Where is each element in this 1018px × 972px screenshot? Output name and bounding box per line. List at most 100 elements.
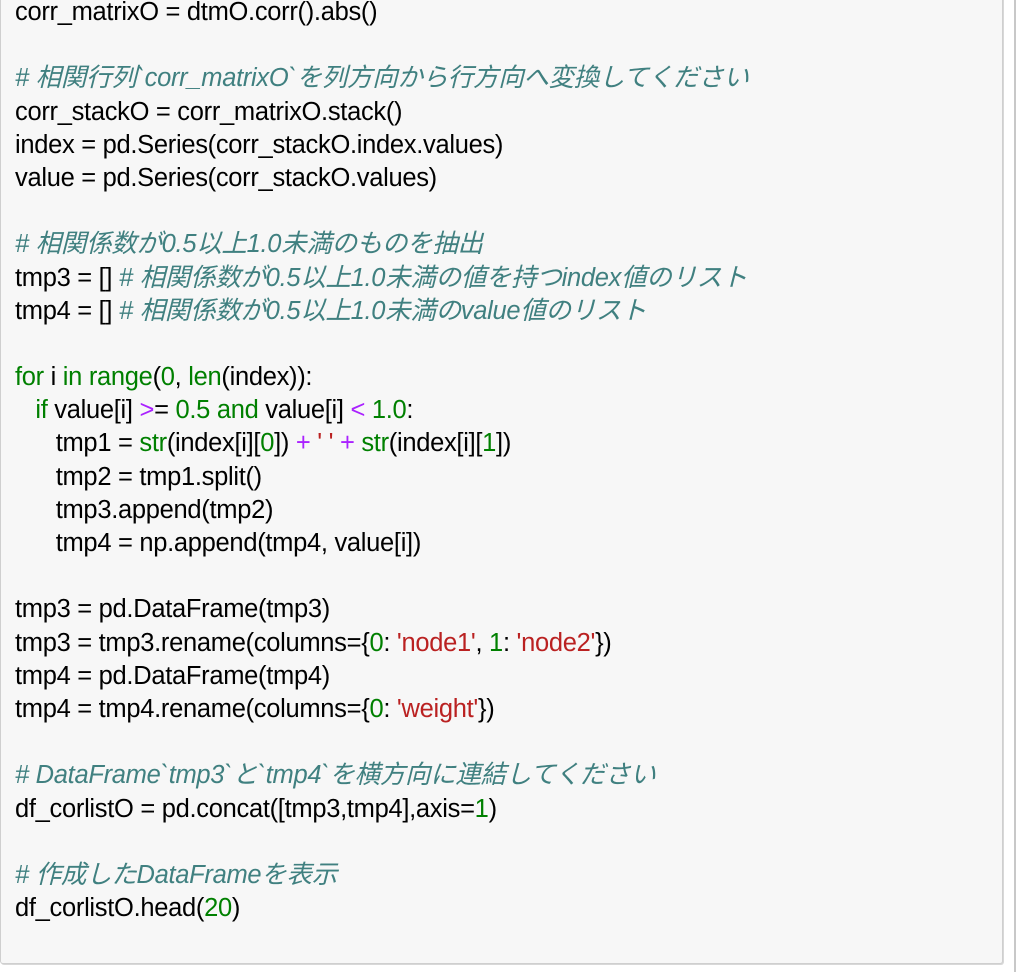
code-line: value = pd.Series(corr_stackO.values) — [15, 162, 749, 195]
code-token: value[i] — [47, 396, 140, 425]
code-token — [82, 363, 89, 391]
code-comment: # 相関行列`corr_matrixO`を列方向から行方向へ変換してください — [15, 64, 749, 93]
code-token: 1 — [482, 429, 497, 458]
code-token: corr_matrixO = dtmO.corr().abs() — [15, 0, 378, 26]
code-comment: # 相関係数が0.5以上1.0未満のvalue値のリスト — [119, 296, 647, 325]
code-token: : — [406, 396, 414, 425]
code-line: tmp3 = [] # 相関係数が0.5以上1.0未満の値を持つindex値のリ… — [15, 262, 749, 295]
code-token: 0 — [260, 429, 275, 458]
code-token: tmp3.append(tmp2) — [15, 495, 274, 524]
code-token: 'node2' — [516, 628, 596, 657]
code-token: 'node1' — [396, 628, 476, 657]
code-token: + — [339, 429, 355, 458]
code-token: : — [383, 694, 397, 723]
code-comment: # DataFrame`tmp3`と`tmp4`を横方向に連結してください — [15, 761, 656, 790]
code-line: # 相関行列`corr_matrixO`を列方向から行方向へ変換してください — [15, 62, 749, 95]
code-cell[interactable]: corr_matrixO = dtmO.corr().abs() # 相関行列`… — [0, 0, 1003, 964]
code-token: = — [154, 396, 176, 425]
code-token: tmp2 = tmp1.split() — [15, 462, 262, 491]
code-token: value = pd.Series(corr_stackO.values) — [15, 163, 437, 192]
code-line — [15, 29, 749, 62]
code-token: i — [43, 363, 63, 392]
code-token: corr_stackO = corr_matrixO.stack() — [15, 97, 403, 126]
code-line: tmp3 = tmp3.rename(columns={0: 'node1', … — [15, 627, 749, 660]
code-token — [210, 396, 217, 424]
code-line: df_corlistO.head(20) — [15, 892, 749, 925]
code-token: 'weight' — [396, 694, 478, 723]
code-token: (index[i][ — [166, 429, 261, 458]
code-token: df_corlistO = pd.concat([tmp3,tmp4],axis… — [15, 794, 475, 823]
code-token: 0 — [160, 363, 175, 392]
code-line: tmp1 = str(index[i][0]) + ' ' + str(inde… — [15, 427, 749, 460]
code-line: corr_stackO = corr_matrixO.stack() — [15, 96, 749, 129]
code-line: corr_matrixO = dtmO.corr().abs() — [15, 0, 749, 29]
code-token — [333, 429, 340, 457]
code-line: index = pd.Series(corr_stackO.index.valu… — [15, 129, 749, 162]
code-token — [365, 396, 372, 424]
code-token: for — [15, 363, 44, 392]
code-line — [15, 726, 749, 759]
code-line: tmp2 = tmp1.split() — [15, 461, 749, 494]
code-token: if — [35, 396, 48, 425]
code-token: 0.5 — [175, 396, 211, 425]
code-token: (index[i][ — [388, 429, 483, 458]
code-token: , — [475, 628, 490, 657]
code-comment: # 相関係数が0.5以上1.0未満のものを抽出 — [15, 230, 483, 259]
code-editor[interactable]: corr_matrixO = dtmO.corr().abs() # 相関行列`… — [15, 0, 749, 925]
code-token: ' ' — [317, 429, 334, 458]
code-line: if value[i] >= 0.5 and value[i] < 1.0: — [15, 394, 749, 427]
code-token: , — [174, 363, 189, 392]
code-token: < — [350, 396, 366, 425]
code-token: range — [88, 363, 153, 392]
code-line: df_corlistO = pd.concat([tmp3,tmp4],axis… — [15, 793, 749, 826]
code-token: 20 — [204, 894, 232, 923]
code-token: 0 — [369, 628, 384, 657]
code-line — [15, 560, 749, 593]
code-token: value[i] — [258, 396, 351, 425]
code-line: tmp4 = [] # 相関係数が0.5以上1.0未満のvalue値のリスト — [15, 295, 749, 328]
code-token: + — [295, 429, 311, 458]
code-comment: # 相関係数が0.5以上1.0未満の値を持つindex値のリスト — [119, 263, 748, 292]
code-token: len — [188, 363, 222, 392]
code-token: tmp1 = — [15, 429, 140, 458]
code-token: tmp3 = tmp3.rename(columns={ — [15, 628, 370, 657]
code-line: # 相関係数が0.5以上1.0未満のものを抽出 — [15, 228, 749, 261]
code-token: tmp3 = pd.DataFrame(tmp3) — [15, 595, 330, 624]
code-token: tmp4 = [] — [15, 296, 120, 325]
code-token: and — [216, 396, 259, 425]
code-token: ( — [152, 363, 162, 392]
code-token: str — [139, 429, 167, 458]
notebook-scrollbar-edge — [1014, 0, 1016, 972]
code-token: 1.0 — [371, 396, 407, 425]
code-token: ]) — [496, 429, 512, 458]
code-token: ]) — [274, 429, 296, 458]
code-token: tmp4 = np.append(tmp4, value[i]) — [15, 529, 422, 557]
code-line — [15, 826, 749, 859]
code-line: # 作成したDataFrameを表示 — [15, 859, 749, 892]
code-line: tmp3 = pd.DataFrame(tmp3) — [15, 593, 749, 626]
code-token: }) — [595, 628, 612, 657]
code-token: > — [139, 396, 155, 425]
code-token: (index)): — [221, 363, 313, 392]
code-comment: # 作成したDataFrameを表示 — [15, 860, 337, 889]
code-token: df_corlistO.head( — [15, 894, 205, 923]
code-token: ) — [231, 894, 241, 923]
code-token: ) — [488, 794, 498, 823]
code-token: in — [62, 363, 83, 392]
code-token: str — [361, 429, 389, 458]
code-line: for i in range(0, len(index)): — [15, 361, 749, 394]
code-line — [15, 328, 749, 361]
code-token: tmp4 = tmp4.rename(columns={ — [15, 694, 370, 723]
code-token: 1 — [489, 628, 503, 657]
code-token: }) — [477, 694, 495, 723]
code-line: tmp4 = np.append(tmp4, value[i]) — [15, 527, 749, 560]
code-line: tmp4 = pd.DataFrame(tmp4) — [15, 660, 749, 693]
code-line: tmp3.append(tmp2) — [15, 494, 749, 527]
code-line: tmp4 = tmp4.rename(columns={0: 'weight'}… — [15, 693, 749, 726]
code-token — [15, 396, 35, 424]
code-token: tmp4 = pd.DataFrame(tmp4) — [15, 661, 330, 690]
code-token: index = pd.Series(corr_stackO.index.valu… — [15, 130, 504, 159]
code-token: 1 — [474, 794, 489, 823]
code-line — [15, 195, 749, 228]
code-token: 0 — [369, 694, 384, 723]
